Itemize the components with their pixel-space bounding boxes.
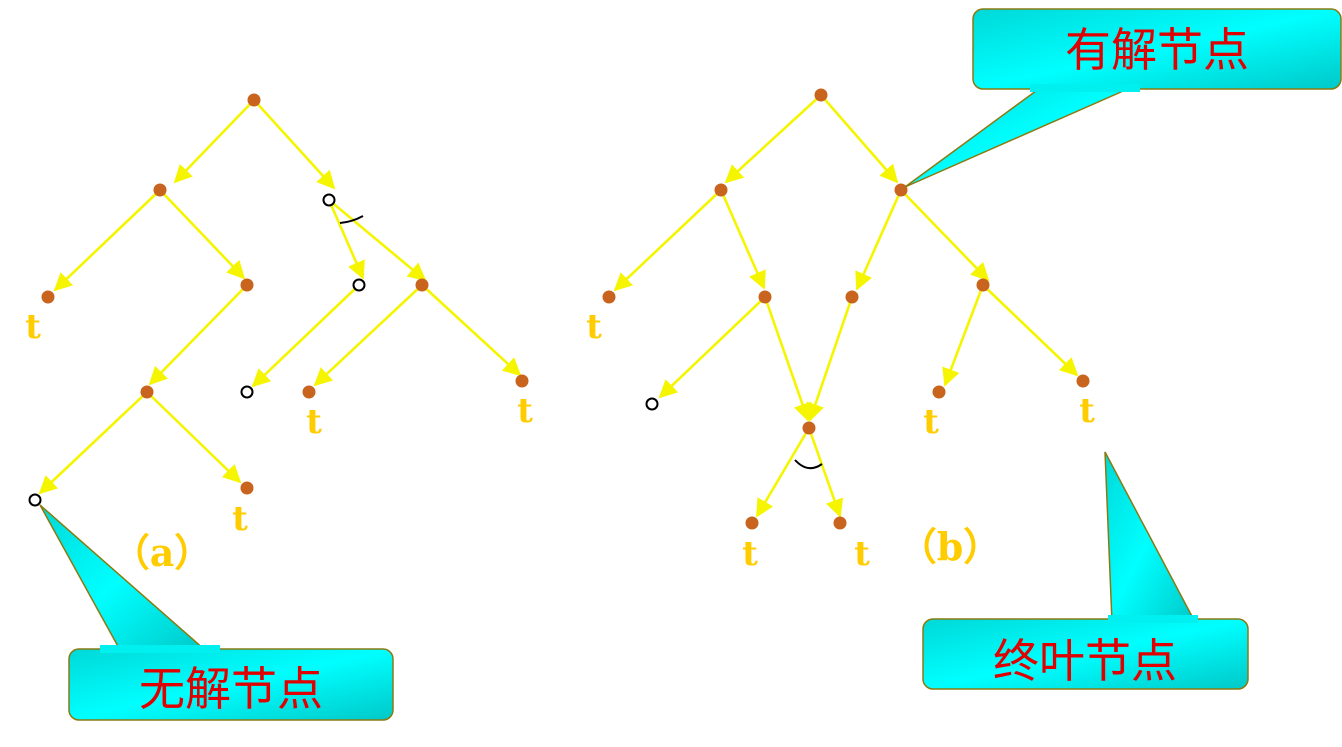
tree-a-unsolvable-node xyxy=(352,278,366,292)
tree-b-edge xyxy=(755,427,811,518)
tree-b-edge xyxy=(763,296,812,422)
tree-b-edge xyxy=(719,189,766,290)
callout-joint xyxy=(1030,84,1140,92)
tree-a-edge xyxy=(159,189,246,280)
tree-b-unsolvable-node xyxy=(645,397,659,411)
caption-a: （a） xyxy=(112,530,213,575)
tree-a-unsolvable-node xyxy=(322,193,336,207)
tree-b-edge xyxy=(855,189,903,291)
callout-pointer xyxy=(1104,451,1197,623)
callout-pointer xyxy=(904,87,1131,188)
terminal-label: t xyxy=(517,391,533,431)
tree-a-edge xyxy=(38,391,148,495)
callout-joint xyxy=(100,645,220,653)
and-arc-b xyxy=(794,459,823,470)
tree-b-edge xyxy=(900,189,990,282)
tree-a-root-node xyxy=(247,93,261,107)
tree-b-terminal-node xyxy=(745,516,759,530)
and-arc-a xyxy=(339,215,364,224)
tree-b-edge xyxy=(724,94,822,184)
tree-a-terminal-node xyxy=(515,374,529,388)
tree-b-node xyxy=(802,421,816,435)
tree-b-node xyxy=(976,278,990,292)
tree-a-unsolvable-node xyxy=(240,385,254,399)
tree-b-root-node xyxy=(814,88,828,102)
tree-b-node xyxy=(845,290,859,304)
terminal-label: t xyxy=(742,534,758,574)
terminal-label: t xyxy=(232,499,248,539)
callout-solvable-text: 有解节点 xyxy=(1065,23,1249,77)
terminal-label: t xyxy=(923,402,939,442)
tree-b-edge xyxy=(658,296,766,399)
tree-b-terminal-node xyxy=(932,385,946,399)
callout-terminal-text: 终叶节点 xyxy=(993,634,1177,688)
tree-a-edge xyxy=(253,99,336,190)
tree-a-edge xyxy=(313,284,423,387)
tree-b-edge xyxy=(942,284,985,387)
callout-box xyxy=(922,618,1249,690)
tree-b-terminal-node xyxy=(1076,374,1090,388)
tree-a-unsolvable-node xyxy=(28,493,42,507)
tree-a-edge xyxy=(53,189,161,292)
tree-b-terminal-node xyxy=(833,516,847,530)
tree-b-edge xyxy=(982,284,1079,377)
tree-b-edge xyxy=(807,427,844,518)
callout-unsolvable-text: 无解节点 xyxy=(139,662,323,716)
tree-a-node xyxy=(240,278,254,292)
callout-solvable: 有解节点 xyxy=(904,8,1342,188)
tree-a-edge xyxy=(173,99,255,184)
tree-b-edge xyxy=(613,189,722,292)
callout-box xyxy=(68,648,394,721)
tree-a-terminal-node xyxy=(41,290,55,304)
tree-b-edge xyxy=(820,94,899,184)
tree-a-node xyxy=(140,385,154,399)
tree-a-edge xyxy=(148,284,248,386)
tree-a-edge xyxy=(146,391,242,484)
callout-joint xyxy=(1108,615,1198,623)
tree-a-edge xyxy=(328,199,427,282)
tree-a-node xyxy=(415,278,429,292)
tree-a-edge xyxy=(421,284,522,377)
tree-b-node xyxy=(714,183,728,197)
tree-a: t t t t （a） xyxy=(25,93,533,575)
terminal-label: t xyxy=(306,402,322,442)
tree-a-terminal-node xyxy=(240,481,254,495)
terminal-label: t xyxy=(586,307,602,347)
terminal-label: t xyxy=(854,534,870,574)
tree-b-node xyxy=(758,290,772,304)
tree-b-solvable-node xyxy=(894,183,908,197)
terminal-label: t xyxy=(1079,391,1095,431)
tree-a-edge xyxy=(251,284,360,388)
callout-pointer xyxy=(39,504,207,651)
tree-a-edge xyxy=(327,199,365,280)
callout-terminal: 终叶节点 xyxy=(922,451,1249,690)
tree-b-terminal-node xyxy=(602,290,616,304)
tree-a-node xyxy=(153,183,167,197)
callout-unsolvable: 无解节点 xyxy=(39,504,394,721)
terminal-label: t xyxy=(25,307,41,347)
tree-b: t t t t t （b） xyxy=(586,88,1095,574)
tree-b-edge xyxy=(806,296,854,422)
caption-b: （b） xyxy=(899,524,1002,569)
callout-box xyxy=(972,8,1342,90)
tree-a-terminal-node xyxy=(302,385,316,399)
